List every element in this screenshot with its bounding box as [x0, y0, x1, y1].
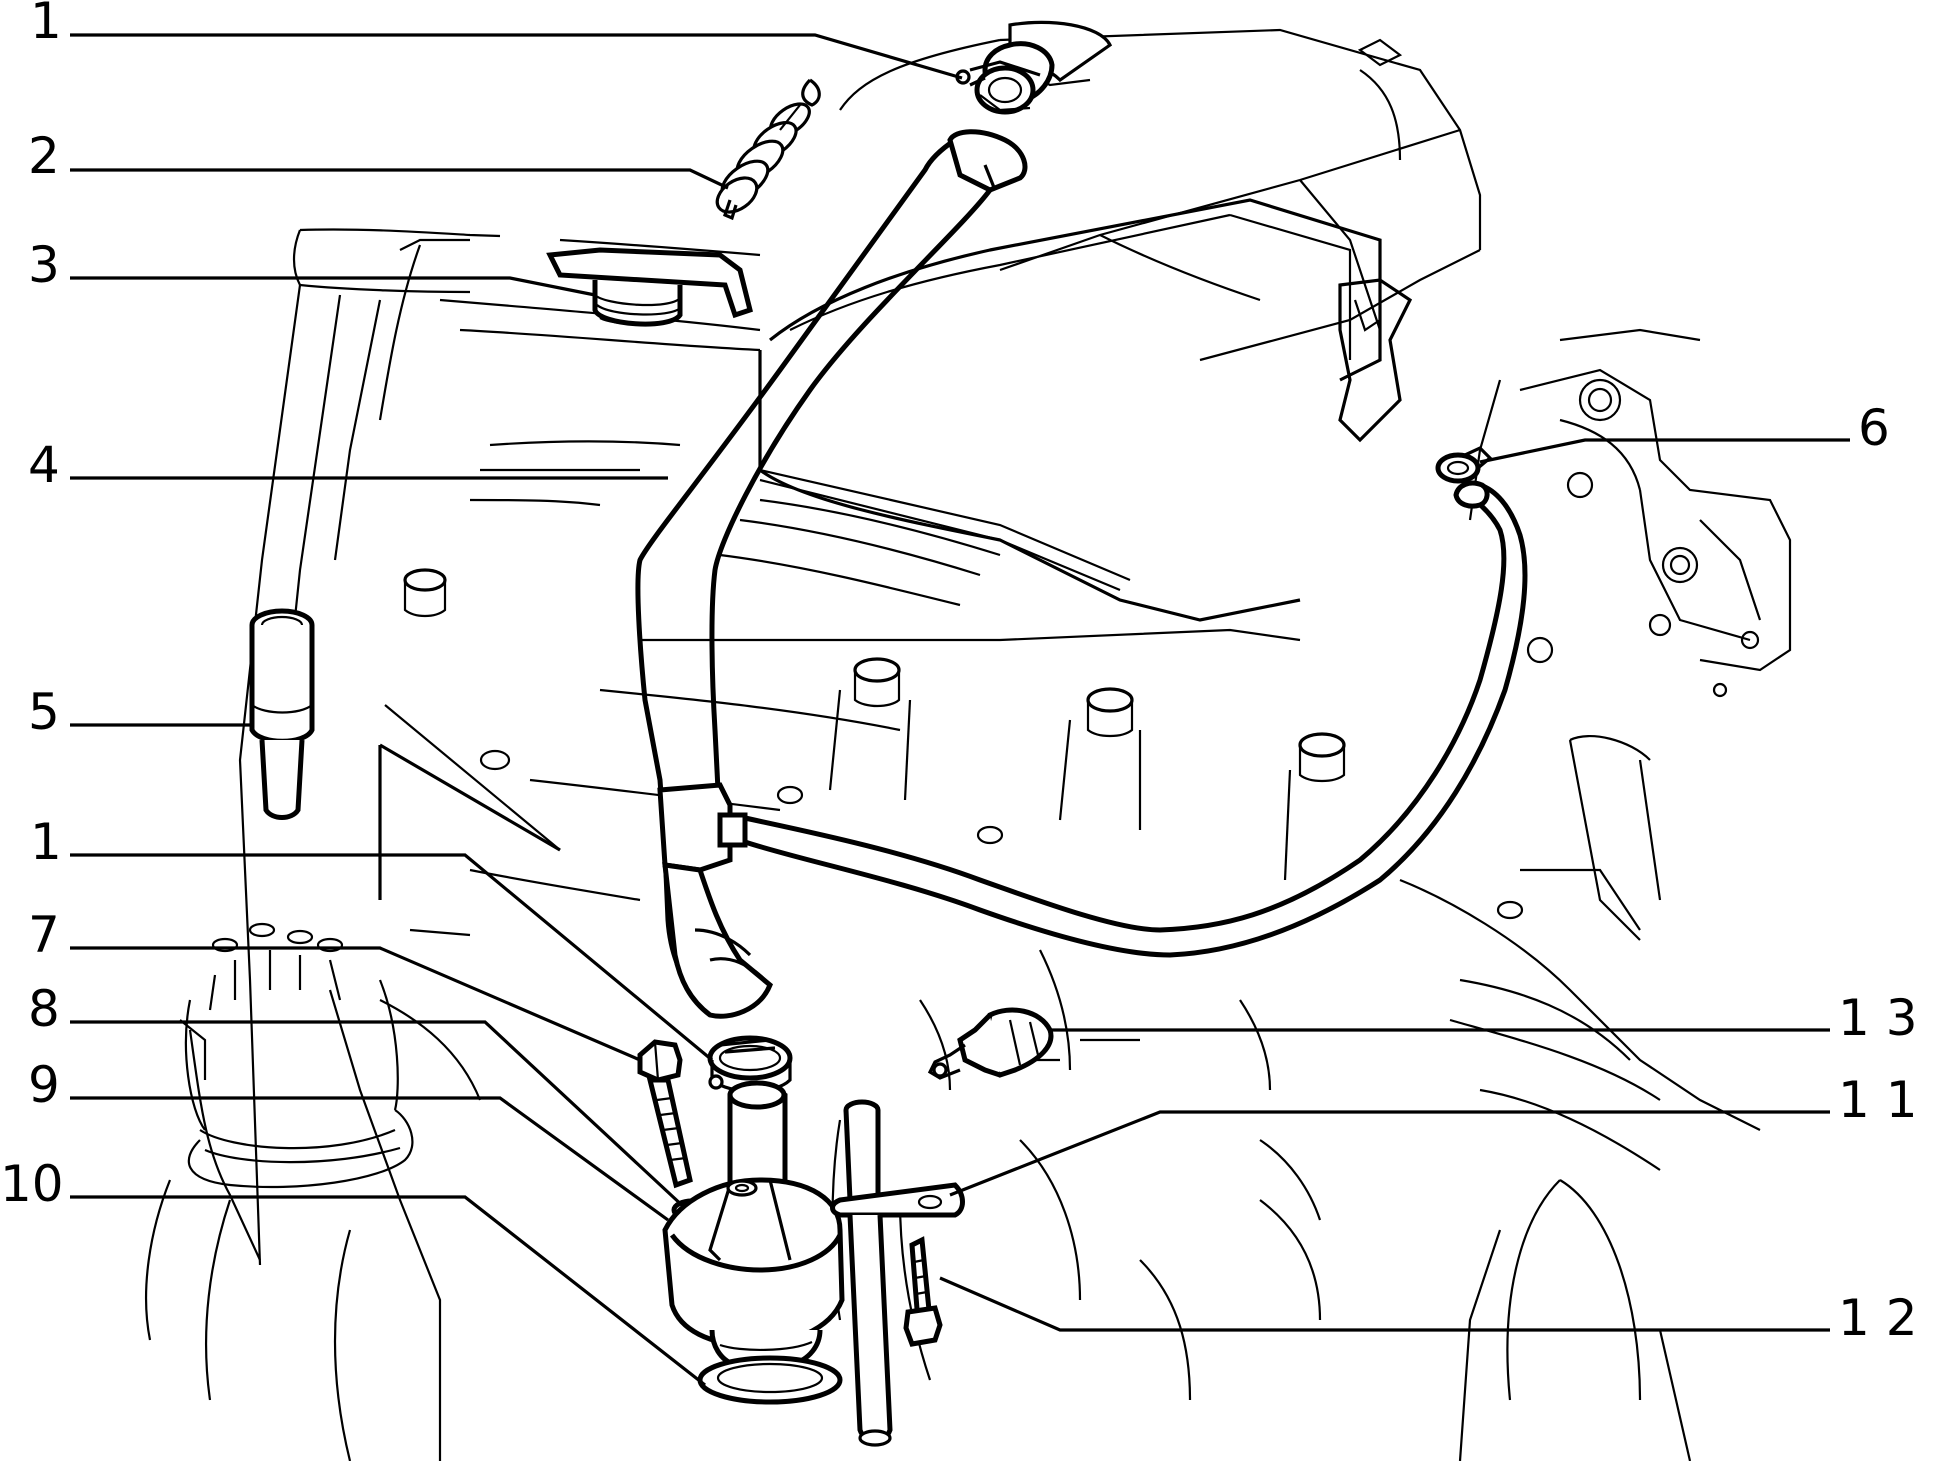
- side-breather-hose: [744, 480, 1528, 958]
- callout-4: 4: [28, 436, 60, 494]
- distributor-cap: [179, 922, 414, 1261]
- breather-valve-spring: [715, 78, 821, 221]
- valve-tops: [403, 568, 1524, 920]
- dipstick-tube: [830, 1099, 965, 1447]
- callout-3: 3: [28, 236, 60, 294]
- breather-hose: [635, 129, 1028, 1019]
- union-fitting: [249, 608, 315, 820]
- leader-lines: [70, 33, 1850, 1387]
- callout-1-lower: 1: [30, 813, 62, 871]
- oil-pressure-switch: [927, 1007, 1054, 1080]
- oil-filler-cap: [546, 247, 753, 327]
- small-bolt: [903, 1236, 943, 1347]
- callout-11: 1 1: [1838, 1071, 1918, 1129]
- callout-12: 1 2: [1838, 1289, 1918, 1347]
- engine-block-outline: [145, 28, 1792, 1461]
- callout-10: 10: [0, 1155, 64, 1213]
- callout-6: 6: [1858, 399, 1890, 457]
- callout-7: 7: [28, 906, 60, 964]
- callout-labels: 1 2 3 4 5 1 7 8 9 10 6 1 3 1 1 1 2: [0, 0, 1918, 1347]
- callout-2: 2: [28, 127, 60, 185]
- callout-1-top: 1: [30, 0, 62, 50]
- upper-hose-connector: [955, 20, 1113, 115]
- oil-separator: [662, 1080, 845, 1405]
- callout-5: 5: [28, 683, 60, 741]
- callout-8: 8: [28, 980, 60, 1038]
- small-hose-clamp: [1435, 446, 1493, 484]
- callout-9: 9: [28, 1056, 60, 1114]
- bolt: [637, 1039, 693, 1189]
- callout-13: 1 3: [1838, 989, 1918, 1047]
